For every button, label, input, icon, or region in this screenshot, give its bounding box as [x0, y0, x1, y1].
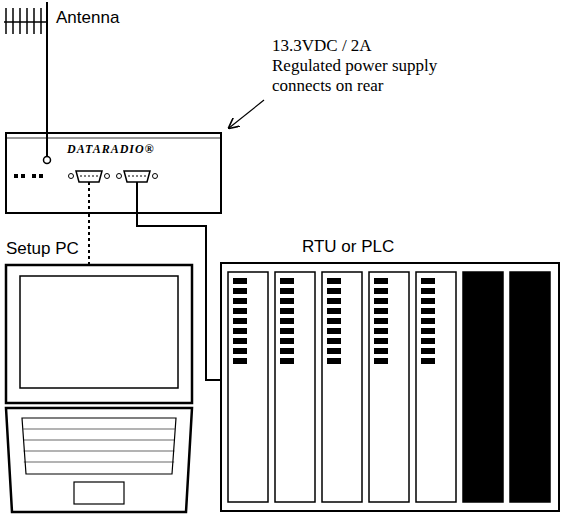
setup-cable	[88, 214, 90, 264]
node-label: Antenna	[56, 8, 119, 28]
radio-unit: DATARADIO®	[5, 132, 222, 214]
node-label: Setup PC	[6, 239, 79, 259]
node-label: RTU or PLC	[302, 237, 394, 257]
power-note: 13.3VDC / 2A Regulated power supply conn…	[272, 36, 440, 96]
leader-arrow	[229, 100, 264, 128]
brand-logo: DATARADIO®	[67, 142, 155, 157]
antenna-node: Antenna	[2, 2, 127, 36]
laptop-symbol	[4, 264, 194, 514]
antenna-cable	[46, 36, 48, 132]
rtu-rack: RTU or PLC	[220, 262, 560, 514]
plc-rack	[220, 262, 560, 514]
setup-laptop: Setup PC	[4, 264, 194, 514]
